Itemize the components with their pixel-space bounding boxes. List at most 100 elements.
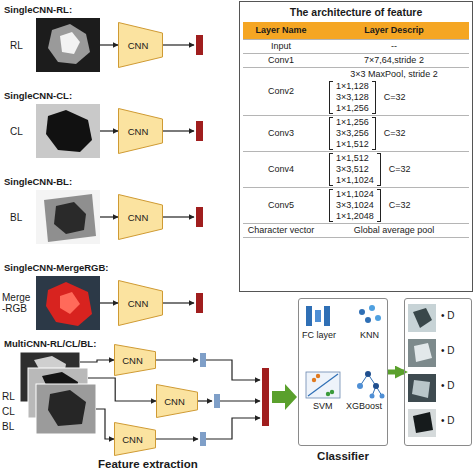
stack-bl-stone	[48, 390, 86, 426]
bracket-group: 1×1,2563×3,2561×1,512C=32	[329, 117, 467, 150]
layer-name: Conv1	[268, 55, 294, 65]
architecture-table: Layer Name Layer DescripInput--Conv17×7,6…	[243, 22, 469, 238]
connector	[80, 360, 114, 362]
cnn-block: CNN	[118, 108, 163, 154]
branch-heading: SingleCNN-CL:	[4, 90, 72, 101]
table-cell: Input	[243, 40, 319, 54]
bracket-group: 1×1,1283×3,1281×1,256C=32	[329, 81, 467, 114]
header-cell: Layer Descrip	[364, 25, 424, 35]
table-row: Character vectorGlobal average pool	[243, 224, 469, 238]
table-cell: 1×1,2563×3,2561×1,512C=32	[319, 116, 469, 152]
flow-arrow	[388, 370, 404, 375]
svm-icon	[306, 372, 340, 398]
left-bracket	[329, 189, 333, 222]
image-label: BL	[10, 212, 22, 223]
layer-name: Conv5	[268, 200, 294, 210]
result-label: • D	[441, 415, 455, 426]
knn-icon	[369, 305, 375, 311]
cardinality: C=32	[389, 164, 411, 175]
cnn-label: CNN	[128, 212, 154, 223]
stone-image: Merge -RGB	[36, 276, 100, 330]
classifier-name: KNN	[360, 330, 379, 341]
merge-stone	[46, 282, 92, 326]
stone-image: CL	[36, 104, 100, 158]
result-thumbnail	[414, 343, 432, 362]
box-heading: Classifier	[289, 450, 397, 462]
branch-vector	[200, 432, 206, 446]
table-cell: Character vector	[243, 224, 319, 238]
trapezoid	[115, 423, 156, 456]
xgb-icon	[373, 383, 379, 389]
branch-heading: MultiCNN-RL/CL/BL:	[4, 338, 96, 349]
table-cell: 3×3 MaxPool, stride 21×1,1283×3,1281×1,2…	[319, 68, 469, 116]
xgb-icon	[380, 394, 385, 399]
stone-image: CL	[28, 368, 88, 418]
image-label: CL	[2, 406, 15, 417]
connector	[100, 216, 118, 217]
connector	[96, 409, 114, 439]
layer-name: Conv2	[268, 86, 294, 96]
result-thumbnail	[408, 339, 436, 367]
merge-highlight	[60, 292, 80, 314]
kernel-spec: 1×1,256	[336, 103, 369, 114]
fc-icon	[315, 310, 321, 322]
cnn-block: CNN	[118, 280, 163, 326]
feature-vector	[196, 121, 203, 141]
table-cell: Conv3	[243, 116, 319, 152]
image-label: CL	[10, 126, 23, 137]
kernel-spec: 3×3,1024	[336, 200, 374, 211]
concat-line	[206, 360, 260, 380]
image-label: BL	[2, 421, 14, 432]
table-cell: --	[319, 40, 469, 54]
bracket-lines: 1×1,2563×3,2561×1,512	[333, 117, 372, 150]
cnn-block: CNN	[156, 384, 198, 418]
cnn-block: CNN	[114, 344, 156, 376]
branch-vector	[214, 394, 220, 408]
right-bracket	[372, 117, 376, 150]
kernel-spec: 1×1,128	[336, 81, 369, 92]
stack-bl-image	[36, 384, 96, 434]
connector	[100, 302, 118, 303]
section-heading: Feature extraction	[98, 458, 198, 471]
result-thumbnail	[408, 304, 436, 332]
branch-heading: SingleCNN-RL:	[4, 4, 72, 15]
stone-image: BL	[36, 190, 100, 244]
left-bracket	[329, 117, 333, 150]
kernel-spec: 1×1,512	[336, 153, 374, 164]
cnn-label: CNN	[164, 396, 190, 407]
feature-arrow	[163, 44, 194, 45]
feature-arrow	[156, 438, 198, 439]
table-cell: Conv2	[243, 68, 319, 116]
cnn-label: CNN	[122, 434, 148, 445]
cnn-block: CNN	[118, 194, 163, 240]
header-cell: Layer Name	[255, 25, 306, 35]
trapezoid	[157, 385, 198, 418]
stone-image: RL	[20, 352, 80, 402]
bl-stone	[54, 202, 86, 234]
result-thumbnail	[413, 412, 433, 433]
layer-name: Conv4	[268, 164, 294, 174]
cnn-label: CNN	[128, 126, 154, 137]
kernel-spec: 3×3,128	[336, 92, 369, 103]
table-row: Conv17×7,64,stride 2	[243, 54, 469, 68]
result-thumbnail	[413, 308, 432, 328]
kernel-spec: 1×1,256	[336, 117, 369, 128]
bracket-lines: 1×1,5123×3,5121×1,1024	[333, 153, 377, 186]
image-label: RL	[2, 391, 15, 402]
knn-icon	[365, 317, 371, 323]
table-row: Input--	[243, 40, 469, 54]
table-row: Conv4 1×1,5123×3,5121×1,1024 C=32	[243, 152, 469, 188]
kernel-spec: 1×1,2048	[336, 211, 374, 222]
result-box: • D• D• D• D	[404, 298, 472, 446]
table-body: Layer Name Layer DescripInput--Conv17×7,6…	[243, 22, 469, 238]
connector	[100, 44, 118, 45]
result-thumbnail	[408, 409, 436, 437]
concat-line	[206, 418, 260, 439]
rl-highlight	[60, 32, 80, 54]
table-cell: Conv4	[243, 152, 319, 188]
layer-name: Conv3	[268, 128, 294, 138]
feature-arrow	[163, 130, 194, 131]
table-cell: Conv5	[243, 188, 319, 224]
cl-stone	[46, 110, 92, 152]
classifier-name: XGBoost	[346, 401, 382, 412]
